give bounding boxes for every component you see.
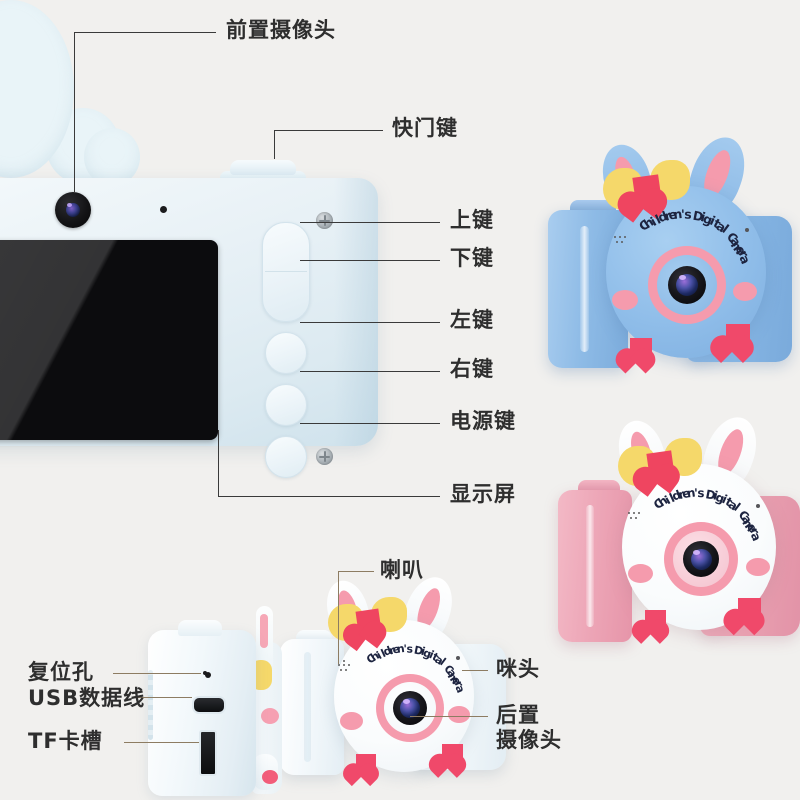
leader-speaker-vertical bbox=[338, 571, 340, 664]
white-lens bbox=[393, 691, 427, 725]
leader-front-camera-horizontal bbox=[74, 32, 216, 34]
pink-cheek-right bbox=[746, 558, 770, 576]
label-power-key: 电源键 bbox=[450, 409, 516, 433]
leader-microphone bbox=[462, 670, 488, 672]
side-grip-ridges bbox=[148, 670, 153, 740]
decorative-cloud-ears bbox=[0, 0, 170, 200]
white-foot-heart-right bbox=[442, 744, 463, 763]
label-front-camera: 前置摄像头 bbox=[226, 18, 336, 42]
label-microphone: 咪头 bbox=[496, 657, 540, 681]
side-rear-peek bbox=[250, 606, 282, 794]
usb-c-port bbox=[192, 696, 226, 714]
label-speaker: 喇叭 bbox=[380, 558, 424, 582]
blue-speaker-icon bbox=[614, 236, 628, 246]
leader-display-vertical bbox=[218, 430, 220, 497]
leader-shutter-vertical bbox=[274, 130, 276, 159]
pink-left-grip bbox=[558, 490, 632, 642]
white-left-grip bbox=[280, 639, 344, 775]
screw-icon-bottom bbox=[316, 448, 333, 465]
pink-speaker-icon bbox=[628, 512, 642, 522]
white-cheek-right bbox=[448, 706, 470, 723]
up-down-rocker-button[interactable] bbox=[262, 222, 310, 322]
label-tf-slot: TF卡槽 bbox=[28, 729, 103, 753]
blue-mic-icon bbox=[745, 228, 749, 232]
microphone-hole-icon bbox=[160, 206, 167, 213]
leader-power-key bbox=[300, 423, 440, 425]
pink-foot-heart-left bbox=[645, 610, 666, 629]
leader-usb-cable bbox=[132, 697, 192, 699]
side-shutter-nub bbox=[178, 620, 222, 636]
white-bow-heart-icon bbox=[355, 608, 382, 635]
tf-card-slot-port bbox=[199, 730, 217, 776]
left-button[interactable] bbox=[265, 332, 307, 374]
screw-icon-top bbox=[316, 212, 333, 229]
display-screen[interactable] bbox=[0, 240, 218, 440]
pink-bow-heart-icon bbox=[646, 450, 675, 479]
leader-rear-camera bbox=[410, 716, 488, 718]
leader-down-key bbox=[300, 260, 440, 262]
leader-tf-slot bbox=[124, 742, 199, 744]
label-shutter: 快门键 bbox=[392, 116, 458, 140]
label-usb-cable: USB数据线 bbox=[28, 686, 146, 710]
leader-shutter-horizontal bbox=[274, 130, 383, 132]
label-display: 显示屏 bbox=[450, 482, 516, 506]
label-down-key: 下键 bbox=[450, 246, 494, 270]
label-left-key: 左键 bbox=[450, 308, 494, 332]
label-up-key: 上键 bbox=[450, 208, 494, 232]
right-button[interactable] bbox=[265, 384, 307, 426]
blue-bow-heart-icon bbox=[632, 174, 662, 204]
label-rear-camera: 后置 摄像头 bbox=[496, 703, 562, 752]
leader-left-key bbox=[300, 322, 440, 324]
white-speaker-icon bbox=[338, 660, 352, 674]
label-reset-hole: 复位孔 bbox=[28, 660, 94, 684]
pink-cheek-left bbox=[628, 564, 653, 583]
reset-hole-port bbox=[205, 672, 211, 678]
blue-cheek-right bbox=[733, 282, 757, 301]
pink-foot-heart-right bbox=[738, 598, 761, 619]
leader-speaker-horizontal bbox=[338, 571, 374, 573]
blue-foot-heart-right bbox=[726, 324, 750, 346]
pink-lens bbox=[683, 541, 719, 577]
leader-up-key bbox=[300, 222, 440, 224]
white-mic-icon bbox=[456, 656, 460, 660]
white-foot-heart-left bbox=[356, 754, 376, 772]
blue-foot-heart-left bbox=[630, 338, 652, 358]
side-view-camera bbox=[148, 606, 282, 797]
pink-viewfinder bbox=[578, 480, 620, 493]
leader-reset-hole bbox=[113, 673, 201, 675]
label-right-key: 右键 bbox=[450, 357, 494, 381]
blue-cheek-left bbox=[612, 290, 638, 310]
main-camera-back-view bbox=[0, 0, 380, 478]
power-button[interactable] bbox=[265, 436, 307, 478]
blue-lens bbox=[668, 266, 706, 304]
pink-mic-icon bbox=[756, 504, 760, 508]
front-camera-lens bbox=[55, 192, 91, 228]
reset-hole-dot-icon bbox=[203, 671, 207, 675]
white-cheek-left bbox=[340, 712, 363, 730]
leader-right-key bbox=[300, 371, 440, 373]
leader-display-horizontal bbox=[218, 496, 440, 498]
leader-front-camera-vertical bbox=[74, 33, 76, 193]
